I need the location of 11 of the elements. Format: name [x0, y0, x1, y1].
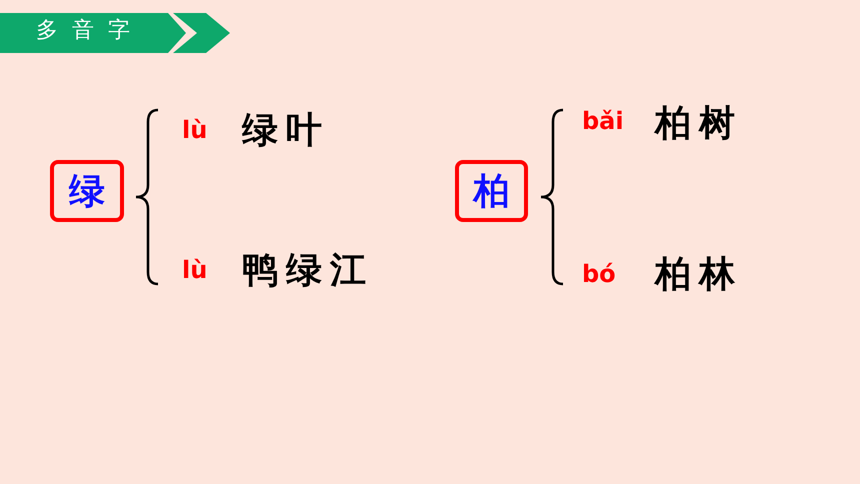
word-label: 鸭绿江: [242, 248, 374, 292]
title: 多音字: [36, 17, 144, 45]
pinyin-label: lù: [182, 115, 208, 145]
word-label: 柏林: [655, 252, 743, 296]
pinyin-label: lù: [182, 255, 208, 285]
word-label: 柏树: [655, 101, 743, 145]
pinyin-label: bó: [582, 259, 616, 289]
pinyin-label: bǎi: [582, 106, 624, 136]
character-box: 柏: [455, 160, 528, 222]
word-label: 绿叶: [242, 108, 330, 152]
character-box: 绿: [50, 160, 124, 222]
